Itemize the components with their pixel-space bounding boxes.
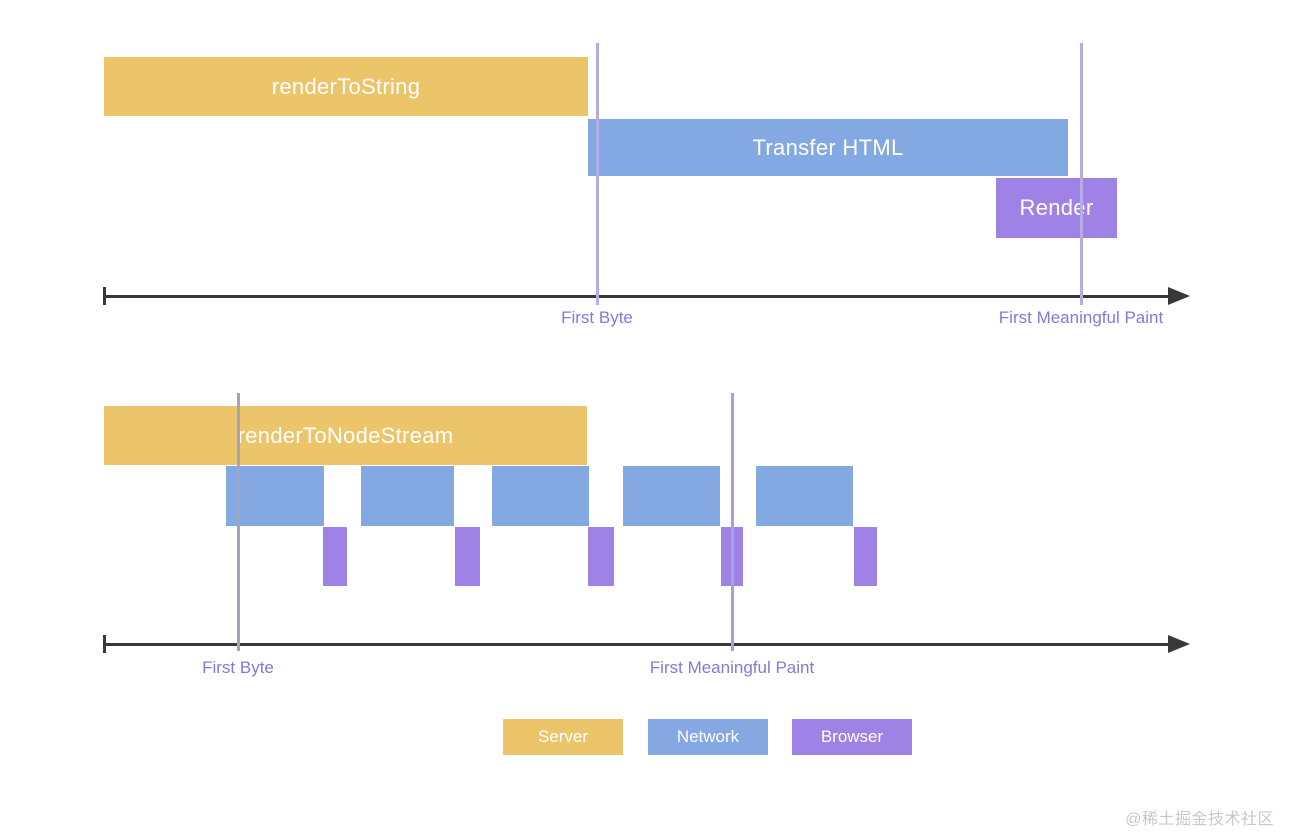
network-chunk [492,466,589,526]
browser-bar: Render [996,178,1117,238]
legend-item-network: Network [648,719,768,755]
bar-label: renderToNodeStream [237,422,454,448]
legend-label: Network [676,727,740,746]
network-chunk [361,466,454,526]
legend-label: Server [537,727,589,746]
marker-line [731,393,734,651]
watermark: @稀土掘金技术社区 [1125,811,1274,828]
marker-label: First Byte [561,308,633,327]
bar-label: Transfer HTML [752,134,904,160]
legend-item-server: Server [503,719,623,755]
marker-label: First Meaningful Paint [649,658,815,677]
browser-chunk [854,527,877,586]
network-bar: Transfer HTML [588,119,1068,176]
marker-line [1080,43,1083,305]
legend-item-browser: Browser [792,719,912,755]
legend-label: Browser [820,727,884,746]
bar-label: renderToString [271,73,421,99]
browser-chunk [588,527,614,586]
network-chunk [226,466,324,526]
timeline-axis [103,643,1170,646]
network-chunk [756,466,853,526]
marker-line [237,393,240,651]
marker-label: First Byte [202,658,274,677]
axis-start-tick [103,635,106,653]
browser-chunk [455,527,480,586]
marker-label: First Meaningful Paint [998,308,1164,327]
network-chunk [623,466,720,526]
browser-chunk [323,527,347,586]
axis-start-tick [103,287,106,305]
axis-arrow-icon [1168,635,1190,653]
marker-line [596,43,599,305]
axis-arrow-icon [1168,287,1190,305]
timeline-axis [103,295,1170,298]
server-bar: renderToString [104,57,588,116]
server-bar: renderToNodeStream [104,406,587,465]
